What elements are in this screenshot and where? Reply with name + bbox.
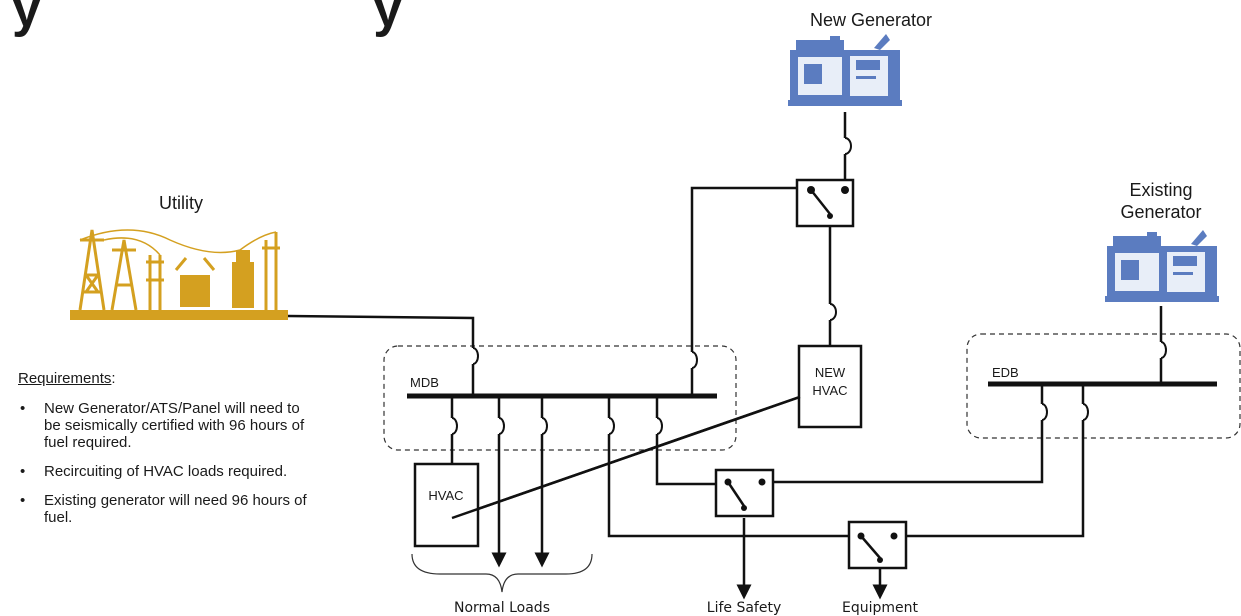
bullet-icon: • [20,463,26,480]
requirement-text: Recircuiting of HVAC loads required. [44,463,288,480]
normal-loads-brace [411,553,593,593]
equipment-ats [847,520,908,570]
edb-enclosure [966,333,1241,439]
existing-generator-label-line1: Existing [1129,180,1192,200]
hvac-label: HVAC [428,488,463,503]
new-hvac-label-line1: NEW [815,365,846,380]
equipment-label: Equipment [842,600,919,616]
requirement-item: • New Generator/ATS/Panel will need to be… [18,400,318,451]
utility-label: Utility [159,193,203,213]
substation-icon [70,229,288,320]
existing-generator-icon [1105,230,1219,302]
new-generator-ats [795,178,855,228]
requirement-text: New Generator/ATS/Panel will need to be … [44,400,305,451]
life-safety-ats [714,468,775,518]
new-hvac-label-line2: HVAC [812,383,847,398]
edb-label: EDB [992,365,1019,380]
hvac-reroute-line [451,395,801,520]
requirements-colon: : [111,370,116,387]
requirements-title: Requirements [18,370,112,387]
life-safety-label: Life Safety [707,600,781,616]
mdb-label: MDB [410,375,439,390]
requirement-text: Existing generator will need 96 hours of… [44,492,307,526]
normal-loads-label: Normal Loads [454,600,550,616]
requirements-panel: Requirements: • New Generator/ATS/Panel w… [18,370,318,538]
new-generator-icon [788,34,902,106]
hvac-unit: HVAC [413,462,480,548]
bullet-icon: • [20,492,26,509]
requirement-item: • Existing generator will need 96 hours o… [18,492,318,526]
new-hvac-unit: NEW HVAC [797,344,863,429]
requirement-item: • Recircuiting of HVAC loads required. [18,463,318,480]
existing-generator-label-line2: Generator [1120,202,1201,222]
new-generator-label: New Generator [810,10,932,30]
bullet-icon: • [20,400,26,417]
requirements-list: • New Generator/ATS/Panel will need to be… [18,400,318,526]
mdb-enclosure [383,345,737,451]
slide-title-partial: y y [12,0,402,38]
